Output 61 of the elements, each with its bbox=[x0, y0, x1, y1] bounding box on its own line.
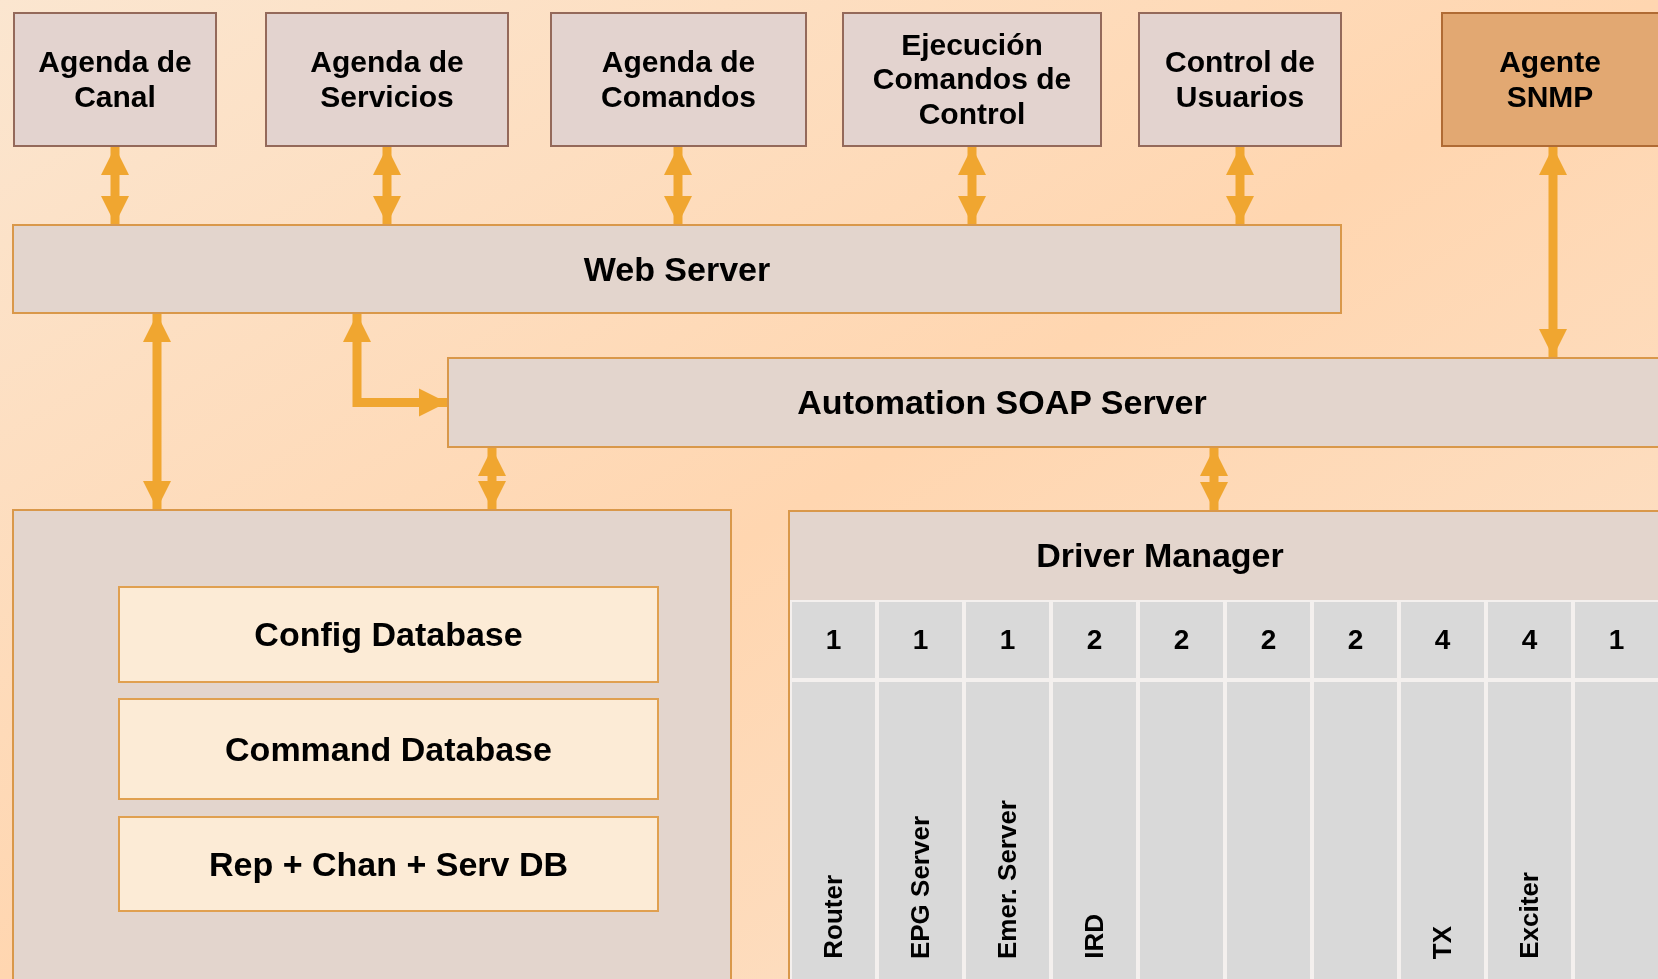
server-bar bbox=[447, 357, 1658, 448]
double-arrow bbox=[1539, 147, 1567, 357]
process-box bbox=[842, 12, 1102, 147]
count-cell: 1 bbox=[790, 600, 877, 680]
count-cell: 1 bbox=[1573, 600, 1658, 680]
double-arrow bbox=[101, 147, 129, 224]
driver-cell: Router bbox=[790, 680, 877, 979]
panel-title: Driver Manager bbox=[1036, 534, 1284, 576]
box-label: Agenda de Canal bbox=[37, 45, 193, 114]
driver-column bbox=[877, 600, 964, 979]
driver-cell: TX bbox=[1399, 680, 1486, 979]
double-arrow bbox=[343, 314, 447, 417]
driver-column bbox=[790, 600, 877, 979]
driver-cell: Emer. Server bbox=[964, 680, 1051, 979]
process-box bbox=[1138, 12, 1342, 147]
double-arrow bbox=[958, 147, 986, 224]
driver-column bbox=[1312, 600, 1399, 979]
double-arrow bbox=[664, 147, 692, 224]
driver-column bbox=[1051, 600, 1138, 979]
driver-column bbox=[1399, 600, 1486, 979]
driver-column bbox=[1486, 600, 1573, 979]
process-box bbox=[13, 12, 217, 147]
box-label: Control de Usuarios bbox=[1164, 45, 1316, 114]
double-arrow bbox=[478, 448, 506, 509]
database-box bbox=[118, 698, 659, 800]
count-cell: 1 bbox=[964, 600, 1051, 680]
driver-column bbox=[964, 600, 1051, 979]
double-arrow bbox=[1226, 147, 1254, 224]
count-cell: 1 bbox=[877, 600, 964, 680]
database-box bbox=[118, 816, 659, 912]
driver-column bbox=[1138, 600, 1225, 979]
driver-cell: Exciter bbox=[1486, 680, 1573, 979]
box-label: Agenda de Servicios bbox=[309, 45, 465, 114]
box-label: Agenda de Comandos bbox=[600, 45, 757, 114]
driver-column bbox=[1573, 600, 1658, 979]
count-cell: 4 bbox=[1486, 600, 1573, 680]
server-bar bbox=[12, 224, 1342, 314]
count-cell: 2 bbox=[1051, 600, 1138, 680]
count-cell: 2 bbox=[1312, 600, 1399, 680]
driver-column bbox=[1225, 600, 1312, 979]
process-box bbox=[550, 12, 807, 147]
double-arrow bbox=[373, 147, 401, 224]
driver-cell: IRD bbox=[1051, 680, 1138, 979]
driver-manager-panel bbox=[788, 510, 1658, 979]
double-arrow bbox=[143, 314, 171, 509]
box-label: Agente SNMP bbox=[1498, 45, 1602, 114]
count-cell: 2 bbox=[1138, 600, 1225, 680]
box-label: Command Database bbox=[225, 728, 552, 770]
server-label: Web Server bbox=[583, 248, 771, 290]
database-box bbox=[118, 586, 659, 683]
count-cell: 2 bbox=[1225, 600, 1312, 680]
process-box bbox=[1441, 12, 1658, 147]
server-label: Automation SOAP Server bbox=[797, 382, 1208, 423]
driver-cell: EPG Server bbox=[877, 680, 964, 979]
container-box bbox=[12, 509, 732, 979]
box-label: Config Database bbox=[254, 614, 523, 655]
box-label: Rep + Chan + Serv DB bbox=[209, 843, 568, 885]
count-cell: 4 bbox=[1399, 600, 1486, 680]
process-box bbox=[265, 12, 509, 147]
double-arrow bbox=[1200, 448, 1228, 510]
box-label: Ejecución Comandos de Control bbox=[871, 27, 1073, 132]
